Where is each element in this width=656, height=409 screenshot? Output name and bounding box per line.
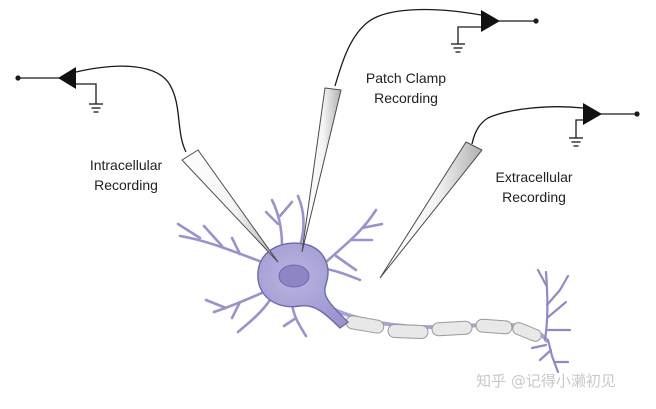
intracellular-label-line1: Intracellular (90, 157, 163, 173)
amplifier-triangle-icon (583, 103, 602, 125)
extracellular-electrode (379, 141, 483, 279)
patch-clamp-label-line2: Recording (374, 90, 438, 106)
ground-icon (89, 103, 103, 113)
patch-clamp-wire (334, 8, 482, 87)
extracellular-wire (471, 106, 584, 145)
extracellular-amplifier (471, 103, 640, 147)
intracellular-amplifier (15, 65, 187, 153)
nucleus (278, 264, 310, 288)
patch-clamp-electrode (301, 87, 342, 253)
intracellular-wire (75, 65, 187, 153)
intracellular-label-line2: Recording (94, 177, 158, 193)
extracellular-label-line1: Extracellular (495, 169, 572, 185)
amplifier-triangle-icon (481, 10, 500, 32)
myelin-sheath (345, 315, 542, 342)
patch-clamp-amplifier (334, 8, 539, 87)
dendrites (176, 194, 384, 338)
axon (325, 304, 550, 344)
intracellular-electrode (181, 149, 279, 263)
ground-icon (451, 43, 465, 53)
watermark: 知乎 @记得小濑初见 (476, 372, 616, 390)
amplifier-triangle-icon (58, 67, 76, 89)
patch-clamp-label-line1: Patch Clamp (366, 70, 446, 86)
extracellular-label-line2: Recording (502, 189, 566, 205)
axon-terminal (530, 268, 572, 374)
soma (257, 242, 350, 329)
ground-icon (569, 137, 583, 147)
